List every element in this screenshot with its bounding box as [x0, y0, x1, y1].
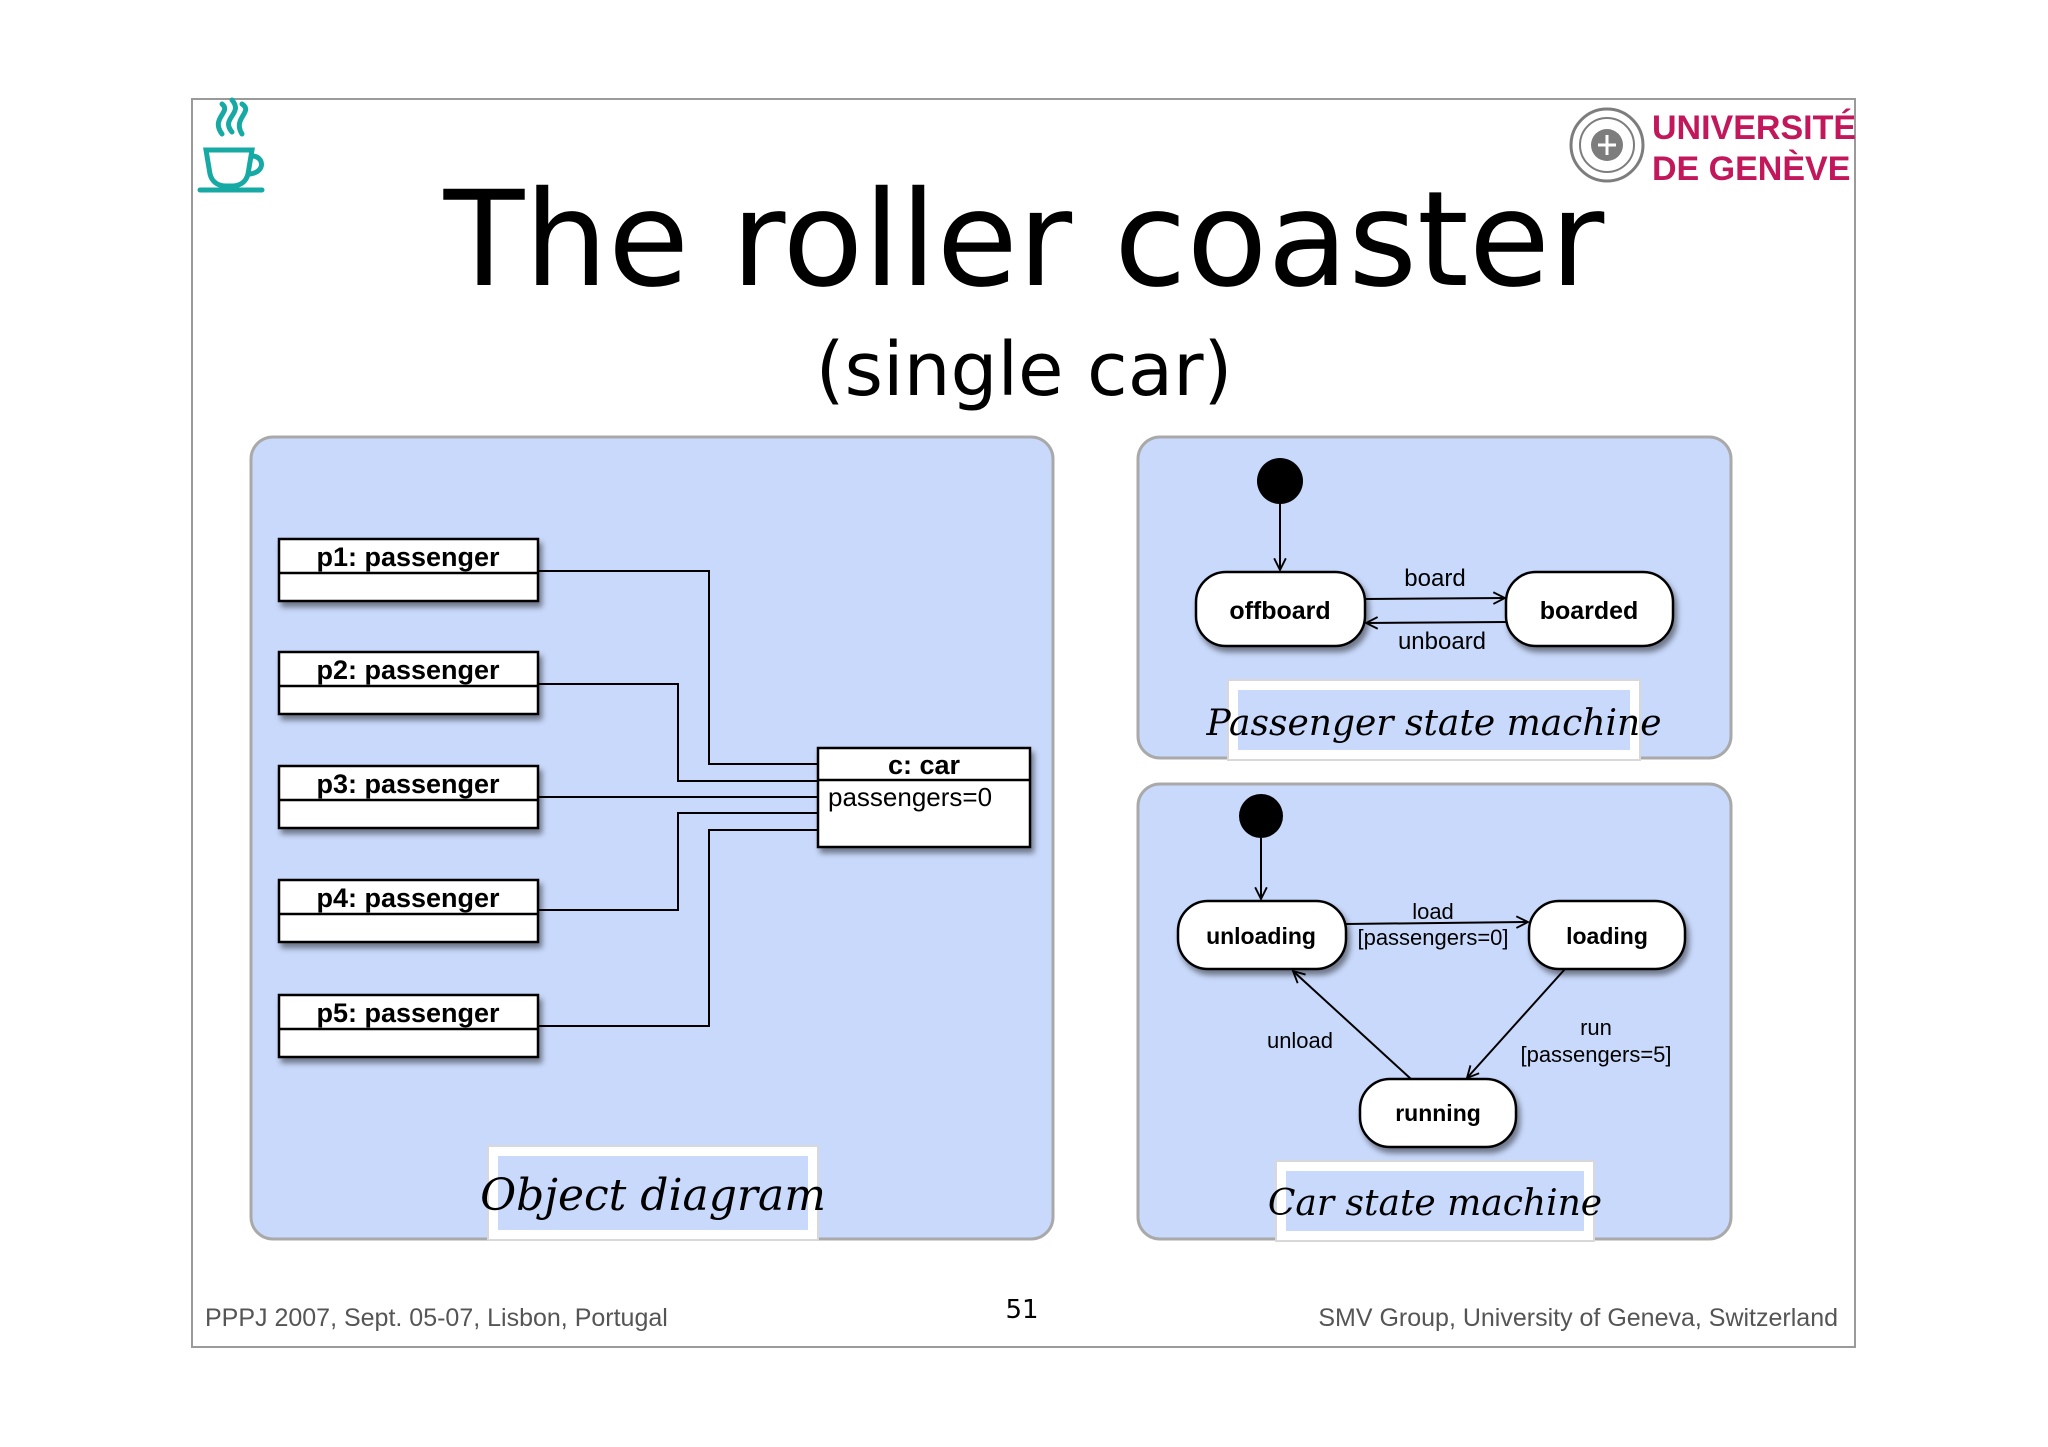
passenger-object-p1: p1: passenger [277, 537, 540, 603]
board-transition-arrow [1364, 598, 1505, 599]
passenger-object-label: p4: passenger [316, 883, 500, 913]
unboard-transition-arrow [1366, 622, 1507, 623]
state-running: running [1358, 1077, 1518, 1149]
unload-transition-arrow [1293, 971, 1412, 1080]
unboard-transition-label: unboard [1398, 628, 1486, 655]
passenger-object-label: p5: passenger [316, 998, 500, 1028]
run-transition-arrow [1467, 968, 1566, 1078]
run-transition-guard: [passengers=5] [1520, 1042, 1671, 1067]
passenger-car-links [538, 570, 818, 1027]
load-transition-arrow [1345, 922, 1528, 924]
slide-subtitle: (single car) [816, 327, 1233, 413]
university-name-line1: UNIVERSITÉ [1652, 109, 1856, 147]
state-running-label: running [1395, 1100, 1481, 1126]
load-transition-guard: [passengers=0] [1357, 925, 1508, 950]
passenger-object-label: p3: passenger [316, 769, 500, 799]
run-transition-label: run [1580, 1015, 1612, 1040]
state-boarded: boarded [1504, 570, 1675, 648]
footer-affiliation: SMV Group, University of Geneva, Switzer… [1318, 1304, 1838, 1332]
state-loading-label: loading [1566, 923, 1648, 949]
load-transition-label: load [1412, 899, 1454, 924]
state-loading: loading [1527, 899, 1687, 971]
passenger-object-p2: p2: passenger [277, 650, 540, 716]
state-unloading-label: unloading [1206, 923, 1316, 949]
passenger-object-p5: p5: passenger [277, 993, 540, 1059]
state-boarded-label: boarded [1540, 597, 1639, 625]
university-name-line2: DE GENÈVE [1652, 150, 1850, 188]
state-offboard: offboard [1194, 570, 1367, 648]
passenger-object-label: p1: passenger [316, 542, 500, 572]
passenger-object-p3: p3: passenger [277, 764, 540, 830]
object-diagram-caption: Object diagram [480, 1170, 826, 1221]
page-number: 51 [1005, 1295, 1038, 1325]
car-state-machine-caption: Car state machine [1268, 1183, 1602, 1224]
slide-title: The roller coaster [443, 163, 1605, 317]
car-object: c: car passengers=0 [816, 746, 1032, 849]
footer-conference: PPPJ 2007, Sept. 05-07, Lisbon, Portugal [205, 1304, 668, 1332]
car-object-name: c: car [888, 750, 961, 780]
unload-transition-label: unload [1267, 1028, 1333, 1053]
board-transition-label: board [1404, 565, 1465, 592]
initial-state-marker [1257, 458, 1303, 504]
state-unloading: unloading [1176, 899, 1348, 971]
state-offboard-label: offboard [1229, 597, 1330, 625]
passenger-object-p4: p4: passenger [277, 878, 540, 944]
coffee-cup-logo-icon [197, 97, 265, 193]
university-seal-icon [1569, 107, 1645, 183]
passenger-state-machine-caption: Passenger state machine [1205, 703, 1661, 744]
initial-state-marker [1239, 794, 1283, 838]
passenger-object-label: p2: passenger [316, 655, 500, 685]
car-object-attribute: passengers=0 [828, 782, 992, 812]
